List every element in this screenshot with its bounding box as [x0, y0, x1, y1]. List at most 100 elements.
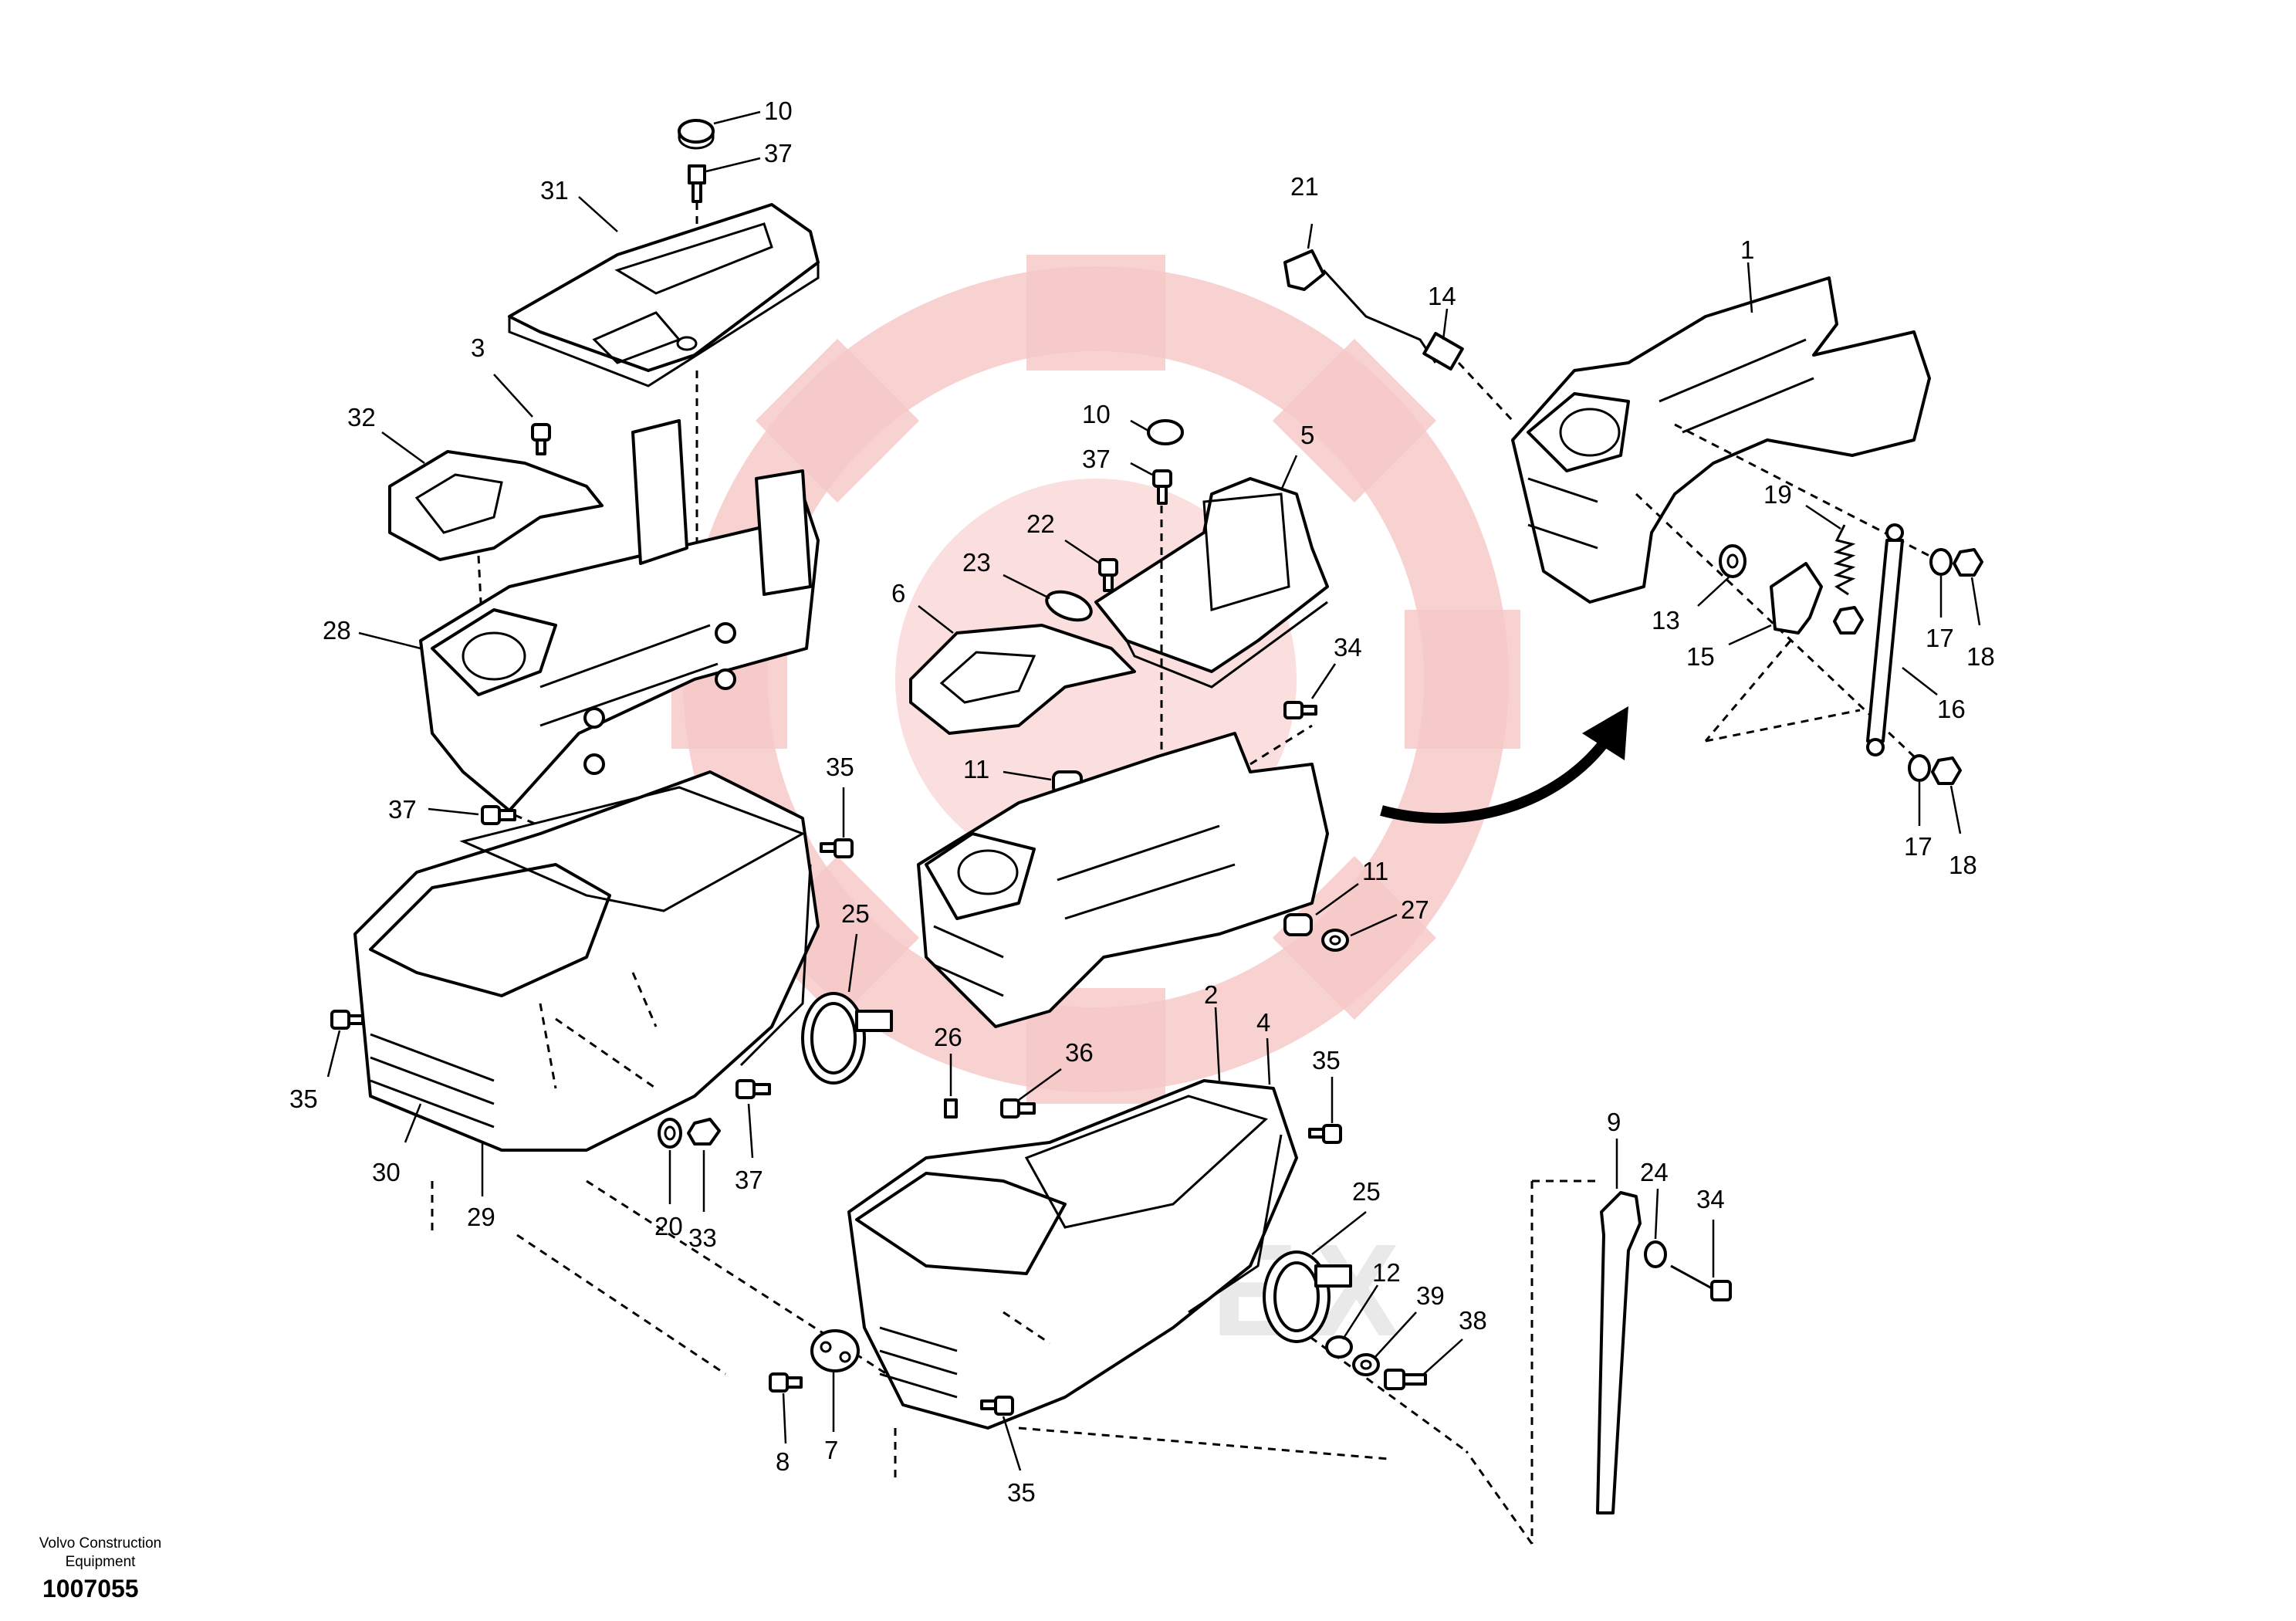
callout-21: 21	[1290, 172, 1319, 201]
callout-26: 26	[934, 1023, 962, 1051]
part-33-nut	[687, 1118, 721, 1146]
callout-35-bottom: 35	[1007, 1478, 1036, 1507]
center-frame	[917, 732, 1329, 1028]
callout-30: 30	[372, 1158, 401, 1186]
callout-17-lower: 17	[1904, 832, 1932, 861]
callout-34-right: 34	[1696, 1185, 1725, 1213]
part-35-screw-bottom	[980, 1396, 1014, 1416]
callout-25-left: 25	[841, 899, 870, 928]
part-37-screw-left	[481, 805, 516, 825]
callout-1: 1	[1740, 235, 1754, 264]
part-37-screw-top	[688, 164, 706, 203]
part-11-bushing-lower	[1283, 913, 1313, 936]
part-14-lever	[1322, 269, 1464, 371]
callout-36: 36	[1065, 1038, 1094, 1067]
part-9-handle	[1596, 1191, 1642, 1514]
part-17-washer-upper	[1929, 548, 1953, 576]
part-35-screw-upper	[820, 838, 854, 858]
callout-3: 3	[471, 333, 485, 362]
callout-17-upper: 17	[1926, 624, 1954, 652]
part-15-nut	[1833, 606, 1864, 635]
callout-4: 4	[1256, 1008, 1270, 1037]
callout-19: 19	[1763, 480, 1792, 509]
callout-35-left: 35	[289, 1085, 318, 1113]
callout-24: 24	[1640, 1158, 1669, 1186]
part-25-clamp-left	[801, 992, 893, 1085]
part-36-screw	[1000, 1098, 1036, 1118]
part-7-grommet	[810, 1329, 860, 1372]
part-34-screw-center	[1283, 701, 1317, 719]
callout-37-left: 37	[388, 795, 417, 824]
brand-line-1: Volvo Construction	[39, 1535, 162, 1552]
callout-39: 39	[1416, 1281, 1445, 1310]
callout-37-bottom: 37	[735, 1166, 763, 1194]
callout-15: 15	[1686, 642, 1715, 671]
callout-37: 37	[764, 139, 793, 168]
part-34-screw-right	[1670, 1264, 1732, 1301]
assembly-arrow	[1380, 737, 1610, 824]
callout-11-lower: 11	[1362, 857, 1388, 885]
part-38-screw	[1384, 1369, 1427, 1390]
callout-35-center: 35	[1312, 1046, 1341, 1074]
callout-13: 13	[1652, 606, 1680, 635]
callout-10-center: 10	[1082, 400, 1111, 428]
part-12-washer	[1325, 1335, 1353, 1359]
part-35-screw-left	[330, 1010, 364, 1030]
part-35-screw-center	[1308, 1124, 1342, 1144]
part-31-top-cover	[508, 203, 820, 387]
callout-23: 23	[962, 548, 991, 577]
callout-31: 31	[540, 176, 569, 205]
callout-35-upper: 35	[826, 753, 854, 781]
callout-8: 8	[776, 1447, 790, 1476]
callout-18-lower: 18	[1949, 851, 1977, 879]
callout-28: 28	[323, 616, 351, 645]
callout-38: 38	[1459, 1306, 1487, 1335]
part-10-cap-center	[1147, 419, 1184, 445]
callout-11-upper: 11	[963, 755, 989, 783]
part-17-washer-lower	[1908, 754, 1931, 782]
callout-37-center: 37	[1082, 445, 1111, 473]
part-24-washer	[1644, 1240, 1667, 1268]
part-39-washer	[1352, 1353, 1380, 1376]
callout-27: 27	[1401, 895, 1429, 924]
part-3-screw	[531, 423, 551, 455]
part-20-washer	[658, 1118, 682, 1149]
callout-12: 12	[1372, 1258, 1401, 1287]
part-6-armrest	[909, 624, 1136, 735]
assembly-arrowhead	[1582, 706, 1628, 760]
callout-16: 16	[1937, 695, 1966, 723]
part-26-pin	[944, 1098, 958, 1118]
callout-22: 22	[1026, 509, 1055, 538]
part-13-washer	[1719, 544, 1747, 578]
part-18-nut-upper	[1953, 548, 1983, 577]
callout-18-upper: 18	[1966, 642, 1995, 671]
part-32-armrest-pad	[388, 450, 604, 561]
callout-34-center: 34	[1334, 633, 1362, 662]
part-10-cap-top	[678, 119, 715, 150]
part-19-spring	[1833, 524, 1856, 596]
callout-33: 33	[688, 1223, 717, 1252]
brand-label: Volvo Construction Equipment	[23, 1535, 178, 1572]
callout-5: 5	[1300, 421, 1314, 449]
part-16-gas-strut	[1866, 523, 1904, 756]
part-8-screw	[769, 1372, 803, 1393]
callouts: 10 37 31 3 32 28 37 35 25 35 30 29	[289, 96, 1995, 1507]
callout-6: 6	[891, 579, 905, 607]
part-22-screw	[1098, 558, 1118, 592]
part-37-screw-center	[1152, 469, 1172, 505]
callout-25-center: 25	[1352, 1177, 1381, 1206]
part-18-nut-lower	[1931, 756, 1962, 785]
part-30-lower-shell	[353, 770, 820, 1152]
callout-20: 20	[654, 1212, 683, 1240]
callout-7: 7	[824, 1436, 838, 1464]
part-21-knob	[1283, 249, 1325, 291]
callout-29: 29	[467, 1203, 495, 1231]
part-15-bracket	[1770, 562, 1823, 635]
part-1-frame	[1511, 276, 1931, 604]
part-37-screw-bottom	[735, 1079, 771, 1099]
part-2-lower-shell	[847, 1079, 1298, 1430]
drawing-number: 1007055	[42, 1575, 139, 1602]
callout-14: 14	[1428, 282, 1456, 310]
part-25-clamp-center	[1263, 1250, 1352, 1343]
